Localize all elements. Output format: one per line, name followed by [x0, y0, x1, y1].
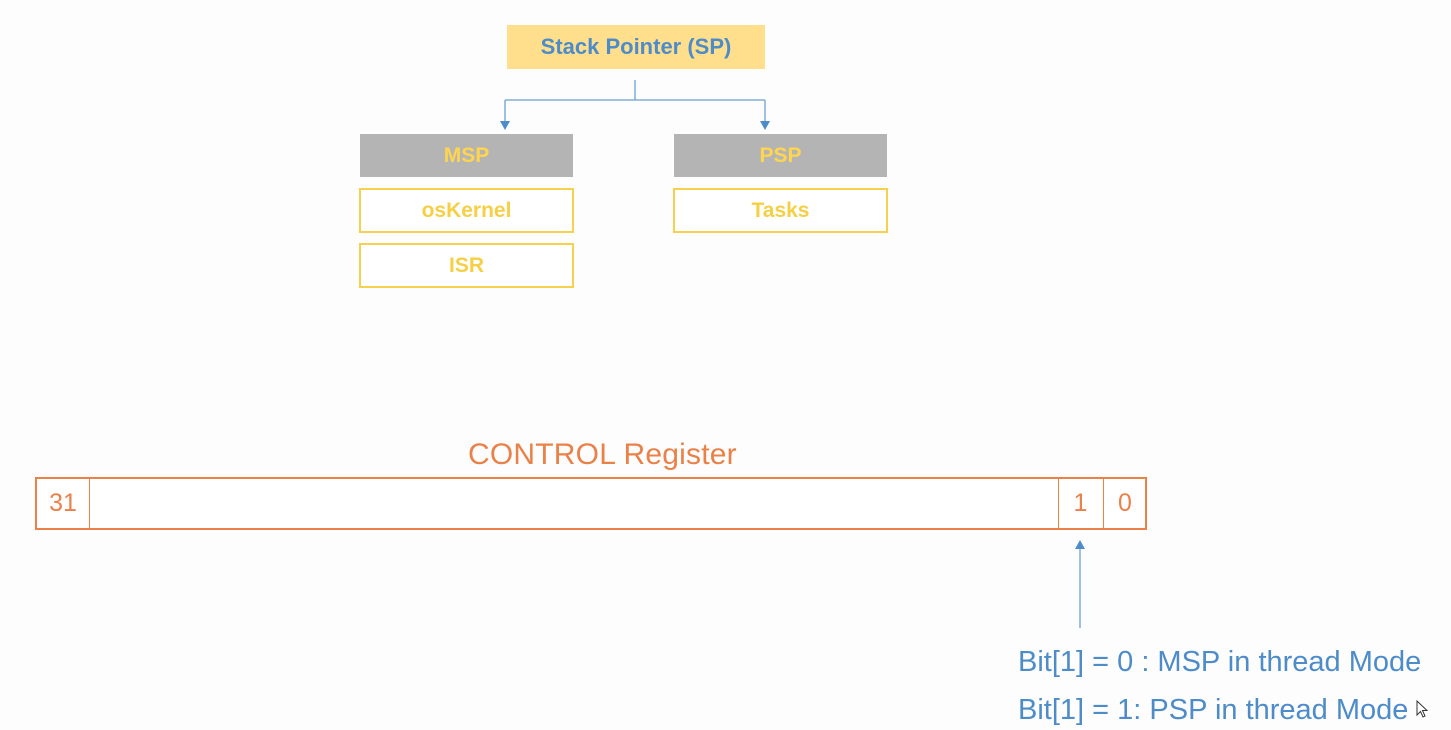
- bit-0-label: 0: [1118, 489, 1132, 517]
- note-bit1-one: Bit[1] = 1: PSP in thread Mode: [1018, 694, 1409, 726]
- stack-pointer-title: Stack Pointer (SP): [540, 34, 732, 59]
- arrow-head-psp: [760, 121, 770, 130]
- bit-1-label: 1: [1073, 489, 1088, 517]
- tasks-box: Tasks: [673, 188, 888, 233]
- bit-31-label: 31: [49, 489, 77, 517]
- oskernel-label: osKernel: [421, 198, 512, 222]
- bit-0-left-divider: [1103, 479, 1104, 528]
- tasks-label: Tasks: [751, 198, 810, 222]
- msp-header-label: MSP: [443, 143, 490, 167]
- isr-label: ISR: [448, 253, 484, 277]
- psp-header: PSP: [674, 134, 887, 177]
- psp-header-label: PSP: [759, 143, 802, 167]
- msp-header: MSP: [360, 134, 573, 177]
- isr-box: ISR: [359, 243, 574, 288]
- stack-pointer-box: Stack Pointer (SP): [507, 25, 765, 69]
- arrow-head-msp: [500, 121, 510, 130]
- bit-1-left-divider: [1058, 479, 1059, 528]
- mouse-cursor-icon: [1416, 700, 1429, 718]
- note-bit1-zero: Bit[1] = 0 : MSP in thread Mode: [1018, 646, 1422, 678]
- oskernel-box: osKernel: [359, 188, 574, 233]
- bit-31-divider: [89, 479, 90, 528]
- control-register-title: CONTROL Register: [468, 438, 737, 471]
- bit1-arrow-head: [1075, 540, 1085, 549]
- control-register-bitfield: 31 1 0: [35, 477, 1147, 530]
